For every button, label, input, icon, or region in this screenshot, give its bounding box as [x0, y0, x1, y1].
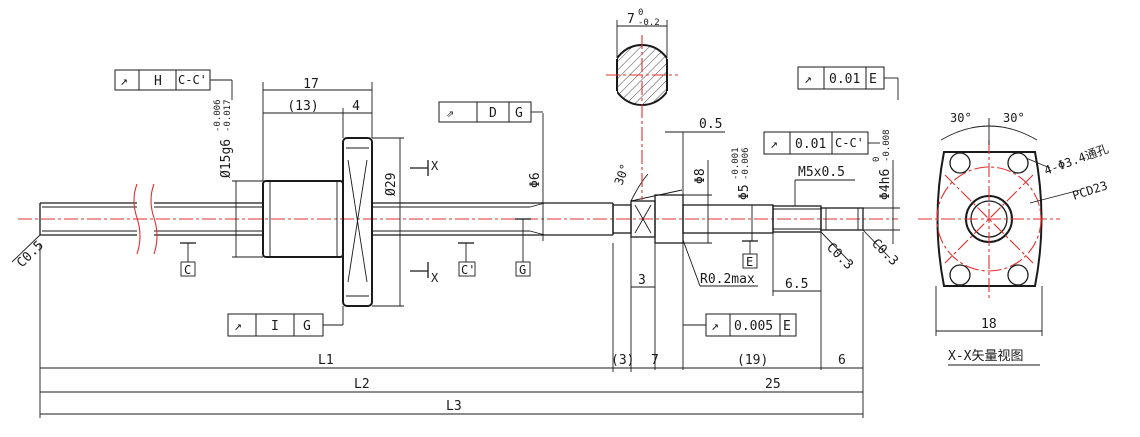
screw-shaft-right: [372, 202, 614, 236]
section-title: X-X矢量视图: [948, 349, 1023, 364]
flat7-tol-lower: -0.2: [638, 18, 660, 28]
angle30-label: 30°: [612, 162, 633, 187]
svg-text:C': C': [461, 263, 475, 277]
dim-phi8: Φ8: [683, 160, 712, 244]
phi15-tol-lower: -0.017: [223, 99, 233, 132]
datum-E: E: [742, 240, 758, 269]
dim-r02: R0.2max: [682, 239, 758, 287]
section-pcd: PCD23: [1071, 178, 1110, 202]
svg-text:↗: ↗: [234, 319, 242, 334]
svg-text:C: C: [184, 263, 191, 277]
phi4-label: Φ4h6: [878, 169, 893, 200]
fcf-0.005-e: ↗ 0.005 E: [682, 243, 797, 370]
phi5-label: Φ5: [737, 184, 752, 200]
c03a-label: C0.3: [823, 240, 856, 273]
dim-4: 4: [352, 99, 360, 114]
m5-label: M5x0.5: [798, 165, 845, 180]
dim-phi4: Φ4h6 0 -0.008: [863, 129, 900, 244]
svg-text:C-C': C-C': [835, 136, 864, 150]
dim-0.5: 0.5: [665, 117, 725, 195]
section-width18: 18: [981, 317, 997, 332]
L2-label: L2: [354, 377, 370, 392]
dim-6.5: 6.5: [772, 232, 822, 370]
c05-label: C0.5: [14, 238, 47, 271]
flat7-label: 7: [627, 12, 635, 27]
phi5-tol-lower: -0.006: [741, 147, 751, 180]
r02-label: R0.2max: [700, 272, 755, 287]
dim-phi6: Φ6: [528, 113, 544, 241]
dim-nut-length: 17 (13) 4: [262, 77, 373, 181]
svg-text:E: E: [746, 255, 753, 269]
phi6-label: Φ6: [528, 172, 543, 188]
svg-text:H: H: [154, 74, 162, 89]
section-holes: 4-Φ3.4通孔: [1042, 142, 1110, 178]
fcf-0.01-e: ↗ 0.01 E: [797, 66, 899, 100]
svg-text:0.01: 0.01: [795, 137, 826, 152]
d6-label: 6: [838, 353, 846, 368]
datum-C: C: [180, 242, 196, 277]
p3-label: (3): [611, 353, 634, 368]
dim-chain: L1 (3) 7 (19) 6 L2 25 L3: [39, 232, 864, 418]
screw-shaft: [39, 183, 263, 255]
dim-13: (13): [287, 99, 318, 114]
phi4-tol-upper: 0: [872, 157, 882, 162]
section-a30-right: 30°: [1003, 111, 1025, 125]
svg-text:0.005: 0.005: [734, 319, 773, 334]
svg-text:G: G: [519, 263, 526, 277]
dim-phi15: Ø15g6 -0.006 -0.017: [213, 99, 263, 258]
L1-label: L1: [318, 353, 334, 368]
d3-label: 3: [638, 273, 646, 288]
d25-label: 25: [765, 377, 781, 392]
dim-17: 17: [303, 77, 319, 92]
flat7-tol-upper: 0: [638, 8, 643, 18]
L3-label: L3: [446, 399, 462, 414]
dim-angle-30: 30°: [612, 162, 683, 202]
phi29-label: Ø29: [384, 173, 399, 196]
section-x-bottom: X: [431, 271, 439, 285]
phi15-label: Ø15g6: [219, 139, 234, 178]
dim-phi29: Ø29: [372, 137, 404, 307]
nut-flange: [342, 137, 373, 307]
fcf-i-g: ↗ I G: [227, 306, 344, 337]
svg-text:E: E: [783, 319, 791, 334]
d05-label: 0.5: [699, 117, 722, 132]
svg-text:⇗: ⇗: [446, 106, 454, 121]
svg-text:I: I: [271, 319, 279, 334]
c03b-label: C0.3: [868, 236, 901, 269]
fcf-d-g: ⇗ D G: [438, 101, 543, 123]
phi8-label: Φ8: [693, 168, 708, 184]
datum-G: G: [515, 218, 531, 277]
svg-text:↗: ↗: [804, 72, 812, 87]
p19-label: (19): [737, 353, 768, 368]
d7-label: 7: [651, 353, 659, 368]
section-a30-left: 30°: [950, 111, 972, 125]
phi15-tol-upper: -0.006: [213, 99, 223, 132]
svg-text:D: D: [489, 106, 497, 121]
dim-m5: M5x0.5: [794, 165, 855, 206]
svg-text:↗: ↗: [711, 319, 719, 334]
svg-text:↗: ↗: [120, 74, 128, 89]
section-x-top: X: [431, 159, 439, 173]
shaft-end: [612, 194, 864, 244]
fcf-h-cc: ↗ H C-C': [114, 69, 233, 100]
section-markers: X X: [410, 159, 439, 285]
phi5-tol-upper: -0.001: [731, 147, 741, 180]
fcf-0.01-cc: ↗ 0.01 C-C': [763, 131, 880, 155]
svg-text:G: G: [515, 106, 523, 121]
svg-text:E: E: [869, 72, 877, 87]
svg-text:G: G: [303, 319, 311, 334]
datum-C-prime: C': [458, 242, 475, 277]
chamfers: C0.5 C0.3 C0.3: [11, 229, 901, 273]
svg-text:↗: ↗: [770, 137, 778, 152]
phi4-tol-lower: -0.008: [882, 129, 892, 162]
dim-phi5: Φ5 -0.001 -0.006: [731, 147, 753, 241]
svg-text:C-C': C-C': [178, 73, 207, 87]
d65-label: 6.5: [785, 277, 808, 292]
svg-text:0.01: 0.01: [829, 72, 860, 87]
dim-3: 3: [630, 237, 656, 370]
flat-section: 7 0 -0.2: [606, 8, 678, 200]
flange-view: 30° 30° 4-Φ3.4通孔 PCD23 18 X-X矢量视图: [918, 111, 1110, 366]
